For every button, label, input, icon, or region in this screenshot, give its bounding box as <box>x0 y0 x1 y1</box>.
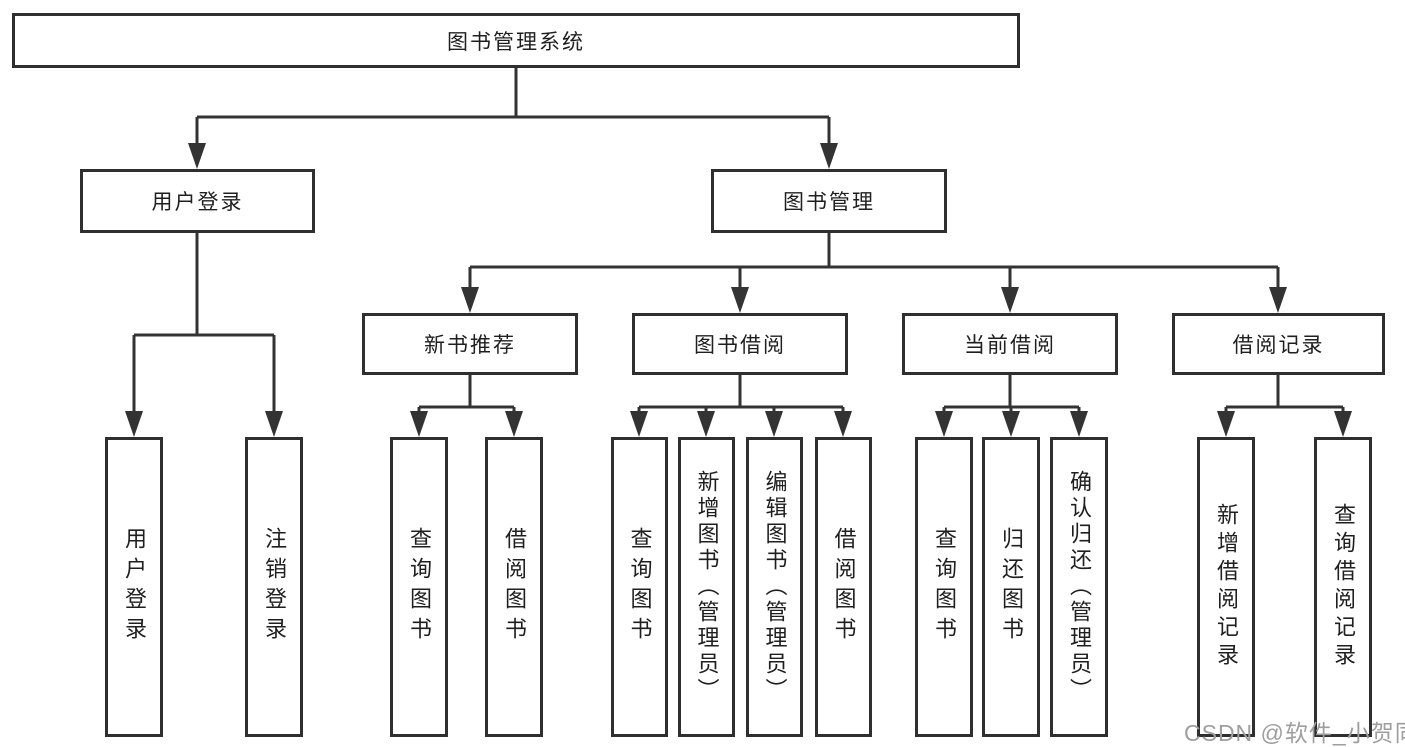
leaf-newrec-query-books: 查询图书 <box>390 437 448 737</box>
leaf-records-add-record: 新增借阅记录 <box>1197 437 1255 737</box>
csdn-watermark: CSDN @软件_小贺同学 <box>1184 720 1405 746</box>
leaf-current-return-books: 归还图书 <box>982 437 1040 737</box>
leaf-borrow-edit-books-admin: 编辑图书（管理员） <box>746 437 803 737</box>
node-new-book-recommend: 新书推荐 <box>362 313 578 375</box>
leaf-borrow-borrow-books: 借阅图书 <box>815 437 872 737</box>
node-borrow-records: 借阅记录 <box>1172 313 1385 375</box>
leaf-newrec-borrow-books: 借阅图书 <box>485 437 543 737</box>
node-user-login: 用户登录 <box>80 169 315 233</box>
node-book-borrow: 图书借阅 <box>632 313 848 375</box>
leaf-user-login: 用户登录 <box>105 437 163 737</box>
node-current-borrow: 当前借阅 <box>902 313 1118 375</box>
leaf-logout: 注销登录 <box>245 437 303 737</box>
leaf-records-query-record: 查询借阅记录 <box>1314 437 1372 737</box>
leaf-borrow-query-books: 查询图书 <box>611 437 668 737</box>
leaf-borrow-add-books-admin: 新增图书（管理员） <box>678 437 735 737</box>
node-book-management: 图书管理 <box>711 169 947 233</box>
node-root-system: 图书管理系统 <box>12 13 1020 68</box>
leaf-current-query-books: 查询图书 <box>915 437 973 737</box>
leaf-current-confirm-return-admin: 确认归还（管理员） <box>1050 437 1108 737</box>
